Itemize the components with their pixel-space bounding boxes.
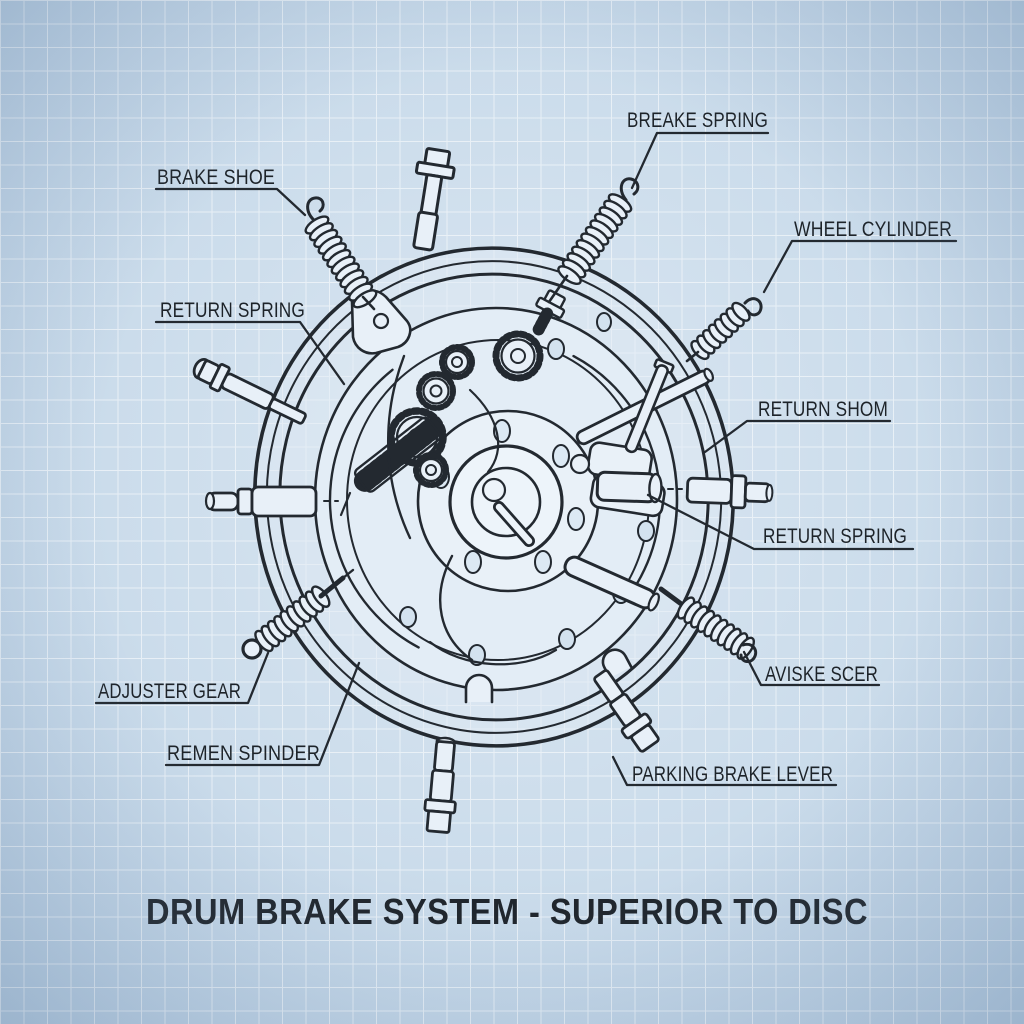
drum-brake-blueprint: BRAKE SHOE RETURN SPRING BREAKE SPRING W… xyxy=(0,0,1024,1024)
blueprint-page: BRAKE SHOE RETURN SPRING BREAKE SPRING W… xyxy=(0,0,1024,1024)
vignette-overlay xyxy=(0,0,1024,1024)
